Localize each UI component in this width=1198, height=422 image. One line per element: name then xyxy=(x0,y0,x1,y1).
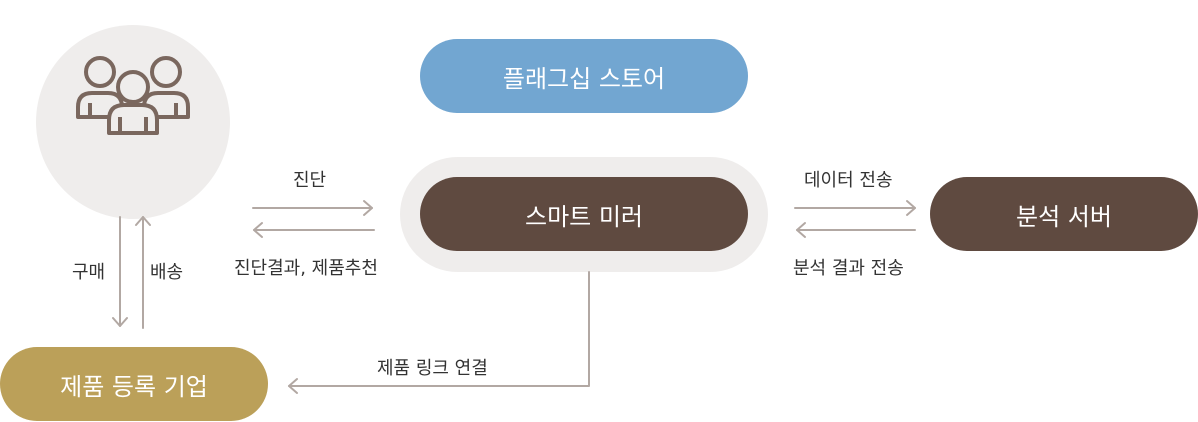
label-purchase: 구매 xyxy=(72,262,106,283)
product-company-node: 제품 등록 기업 xyxy=(0,347,268,421)
label-diagnosis-result: 진단결과, 제품추천 xyxy=(234,258,378,279)
label-analysis-result-transfer: 분석 결과 전송 xyxy=(793,258,904,279)
smart-mirror-node: 스마트 미러 xyxy=(420,177,748,251)
arrow-diagnosis-result xyxy=(253,222,375,238)
arrow-product-link xyxy=(288,271,590,394)
product-company-label: 제품 등록 기업 xyxy=(60,372,208,401)
label-product-link: 제품 링크 연결 xyxy=(377,358,488,379)
arrow-data-transfer xyxy=(794,200,916,216)
flagship-store-label: 플래그십 스토어 xyxy=(502,64,666,93)
arrow-analysis-result xyxy=(796,222,916,238)
label-delivery: 배송 xyxy=(150,262,184,283)
arrow-purchase xyxy=(112,216,128,327)
analysis-server-label: 분석 서버 xyxy=(1016,202,1112,231)
label-data-transfer: 데이터 전송 xyxy=(804,170,893,191)
analysis-server-node: 분석 서버 xyxy=(930,177,1198,251)
label-diagnosis: 진단 xyxy=(293,170,327,191)
users-group-icon xyxy=(76,56,190,135)
arrow-delivery xyxy=(135,216,151,329)
customer-node xyxy=(36,25,230,219)
arrow-diagnosis xyxy=(252,200,373,216)
smart-mirror-label: 스마트 미러 xyxy=(524,202,644,231)
flagship-store-node: 플래그십 스토어 xyxy=(420,39,748,113)
